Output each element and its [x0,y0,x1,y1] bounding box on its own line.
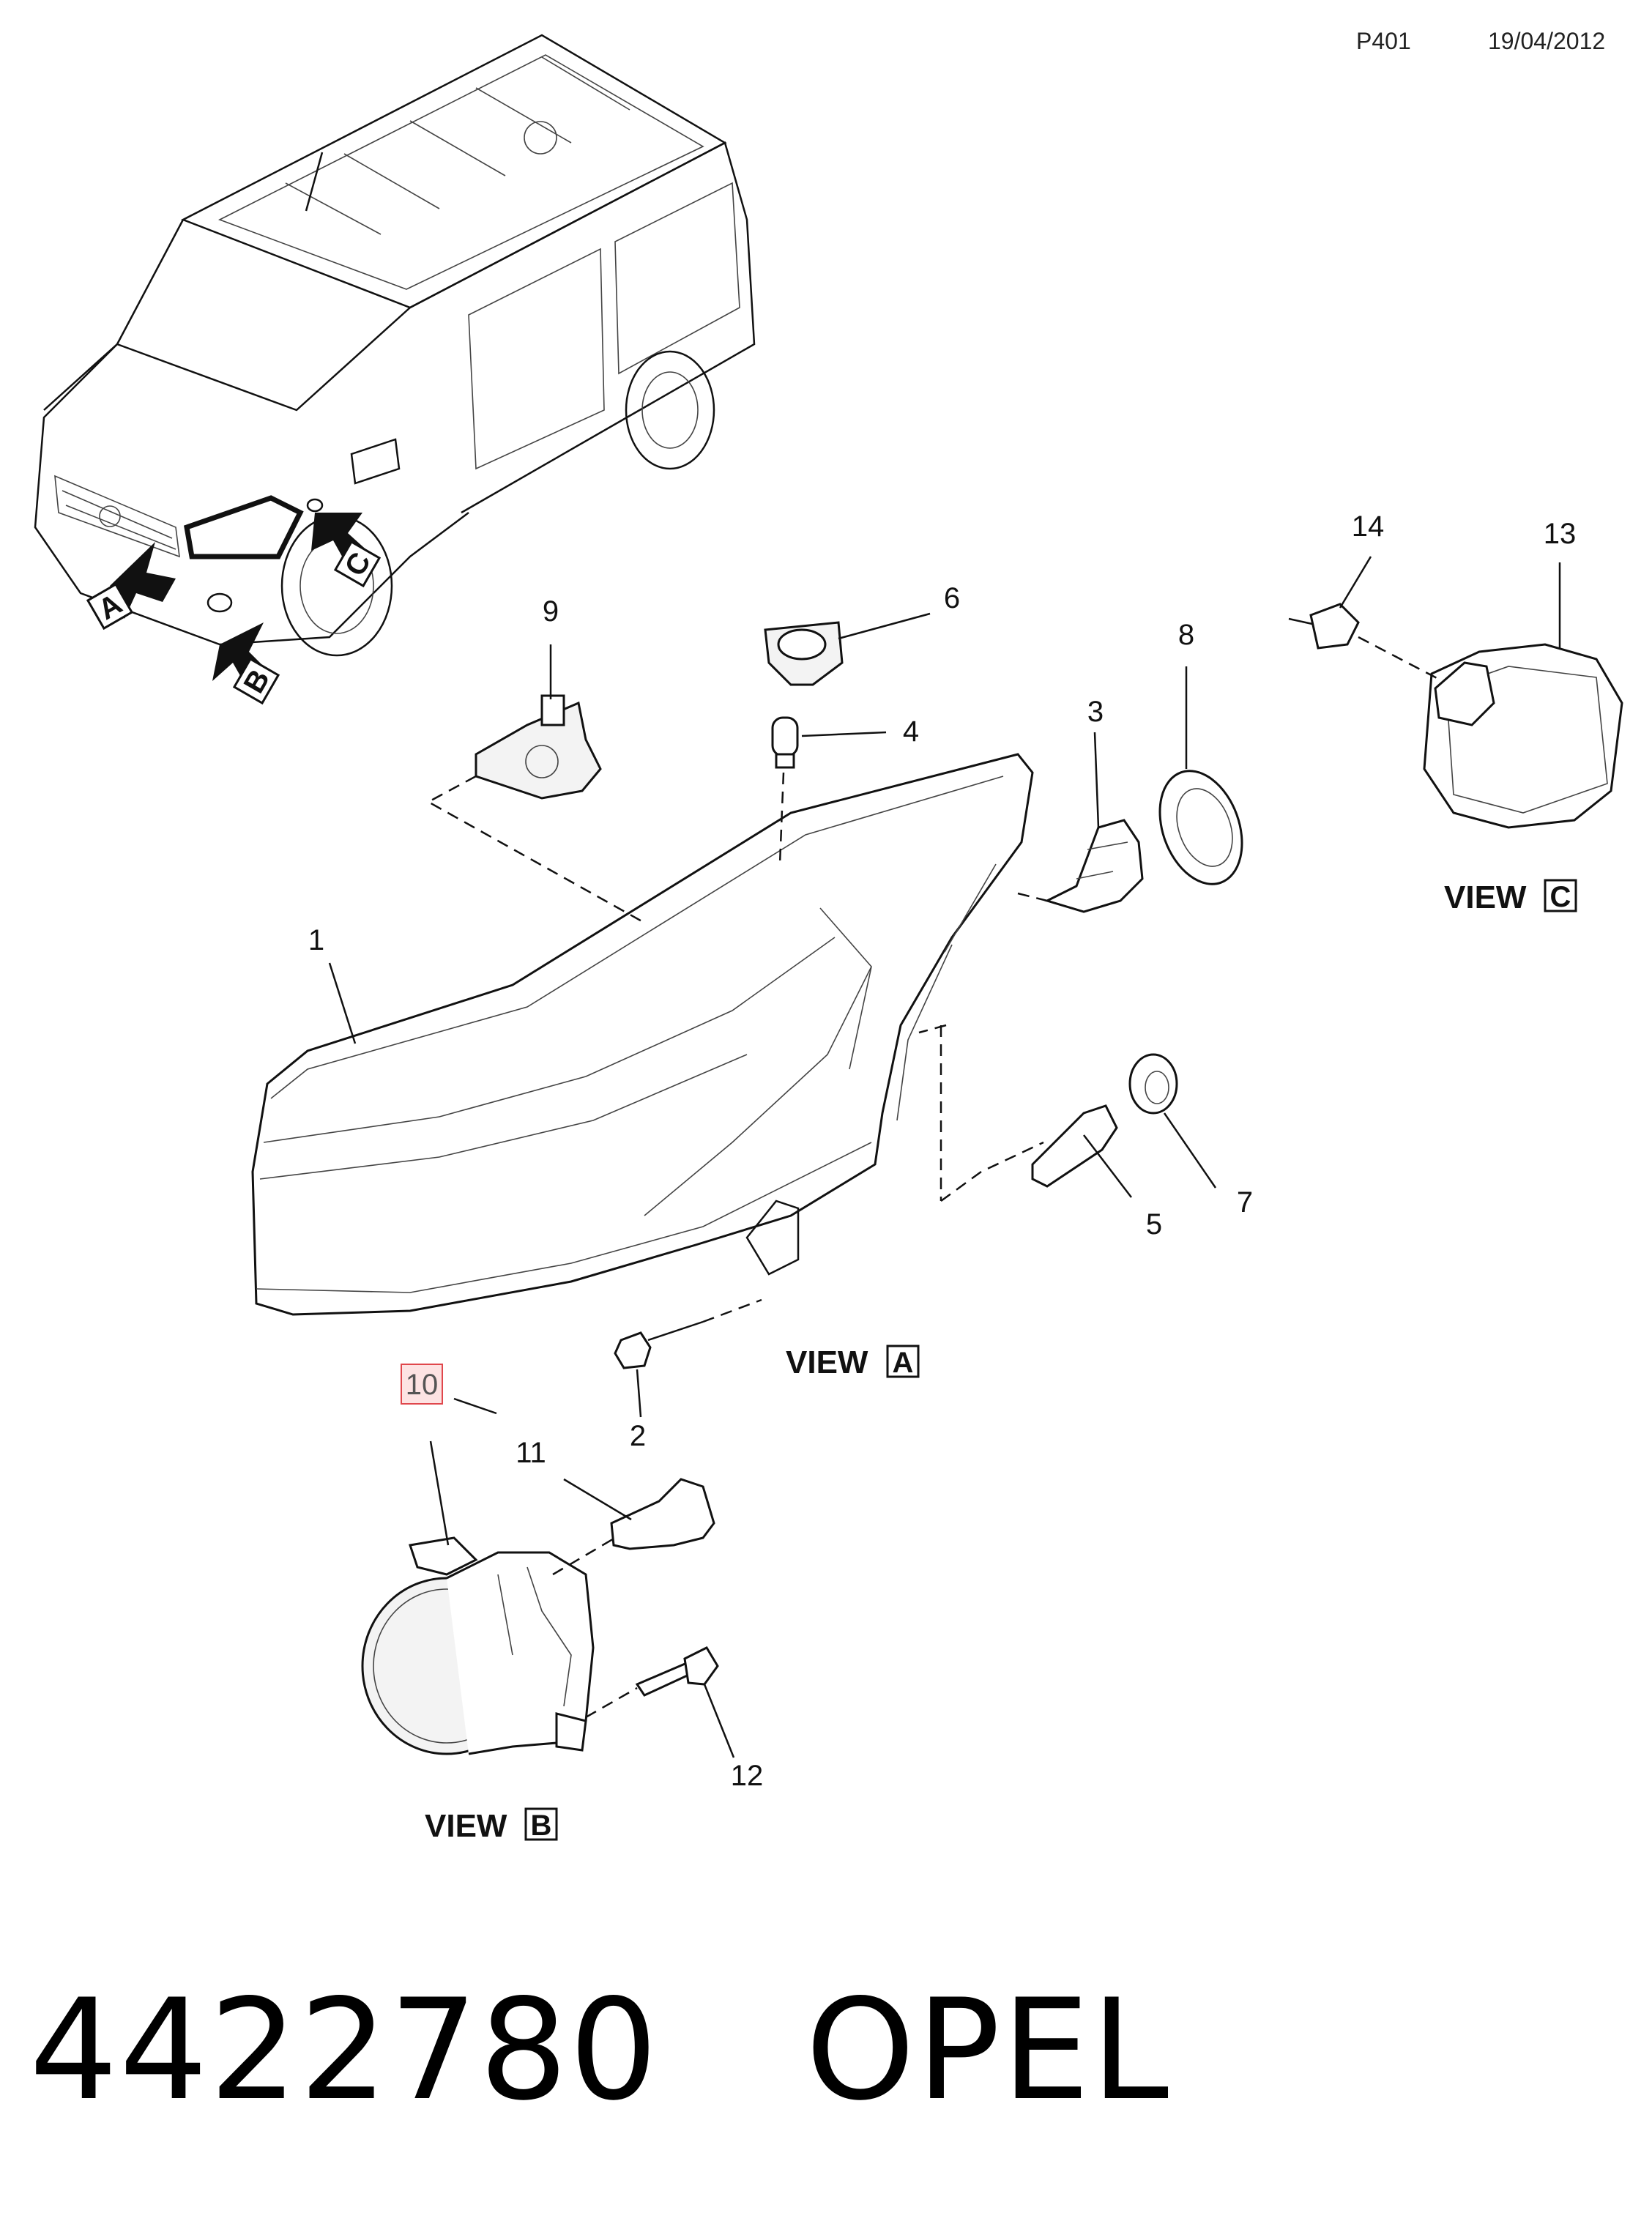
callout-2: 2 [630,1420,646,1452]
van-illustration: A B C [34,34,756,705]
view-c-label: VIEW [1444,880,1527,915]
view-b-letter: B [531,1810,552,1842]
view-b-label: VIEW [425,1808,507,1844]
brand-name: OPEL [805,1969,1171,2131]
callout-1: 1 [308,924,324,956]
callout-6: 6 [944,582,960,614]
leveling-motor [475,694,602,800]
mounting-screw [614,1320,704,1369]
callout-14: 14 [1352,510,1385,543]
callout-7: 7 [1237,1186,1253,1219]
callout-10: 10 [406,1369,439,1401]
view-a-letter: A [893,1347,914,1379]
bulb-holder [1128,1053,1178,1115]
diagram-date: 19/04/2012 [1488,28,1606,54]
indicator-bulb [1031,1104,1118,1188]
callout-11: 11 [516,1437,546,1469]
callout-labels: 1 2 3 4 5 6 7 8 9 10 11 12 13 14 [308,510,1576,1792]
callout-9: 9 [543,595,559,628]
assembly-lines [426,636,1443,1719]
callout-12: 12 [731,1760,764,1792]
callout-5: 5 [1146,1208,1162,1241]
diagram-code: P401 [1356,28,1411,54]
cover-cap [1158,770,1243,885]
leader-lines [328,556,1561,1758]
side-marker-lamp [1288,603,1623,829]
view-labels: VIEW A VIEW B VIEW C [425,879,1577,1844]
callout-8: 8 [1178,619,1194,651]
callout-4: 4 [903,715,919,748]
view-a-label: VIEW [786,1345,868,1380]
bulb-h7 [1043,819,1144,913]
headlamp-assembly [251,621,1243,1369]
callout-13: 13 [1544,518,1577,550]
fog-lamp-assembly [361,1478,719,1755]
callout-3: 3 [1087,696,1104,728]
side-bulb [771,716,799,769]
part-number: 4422780 [29,1969,660,2131]
bulb-socket [764,621,844,686]
view-c-letter: C [1550,881,1571,913]
